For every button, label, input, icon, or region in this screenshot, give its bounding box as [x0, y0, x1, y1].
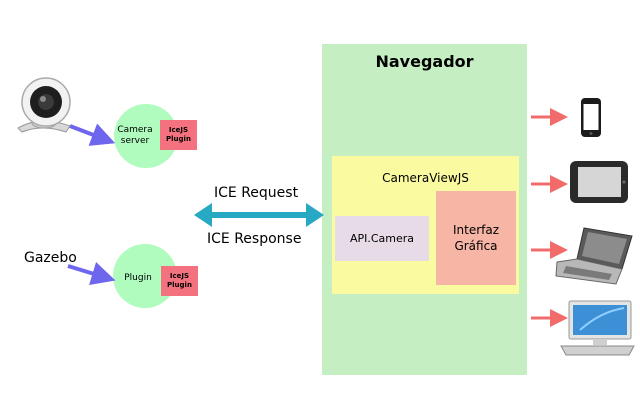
gazebo-plugin-line2: Plugin	[167, 281, 192, 289]
ice-response-label: ICE Response	[207, 231, 302, 247]
smartphone-icon	[581, 98, 601, 137]
laptop-icon	[555, 227, 633, 285]
gazebo-plugin-label: Plugin	[124, 273, 152, 283]
browser-title: Navegador	[375, 52, 474, 71]
ui-box-line2: Gráfica	[454, 239, 498, 253]
camera-server-label: Camera server	[113, 125, 157, 147]
cameraviewjs-title: CameraViewJS	[382, 171, 469, 185]
desktop-icon	[560, 300, 635, 356]
camera-server-line2: server	[120, 136, 150, 146]
webcam-icon	[17, 77, 71, 133]
api-camera-label: API.Camera	[349, 232, 415, 245]
gazebo-plugin-line1: IceJS	[169, 272, 190, 280]
api-camera-box: API.Camera	[335, 216, 429, 261]
ice-double-arrow	[194, 203, 324, 227]
camera-server-plugin-box: IceJS Plugin	[160, 120, 197, 150]
camera-server-plugin-line2: Plugin	[166, 135, 191, 143]
tablet-icon	[570, 161, 628, 203]
ice-request-label: ICE Request	[214, 185, 299, 201]
camera-server-line1: Camera	[117, 125, 153, 135]
gazebo-arrow	[67, 262, 116, 285]
ui-box-line1: Interfaz	[452, 223, 500, 237]
camera-server-plugin-line1: IceJS	[168, 126, 189, 134]
ui-box: Interfaz Gráfica	[436, 191, 516, 285]
webcam-arrow	[69, 123, 116, 146]
gazebo-label: Gazebo	[24, 250, 77, 266]
gazebo-plugin-box: IceJS Plugin	[161, 266, 198, 296]
